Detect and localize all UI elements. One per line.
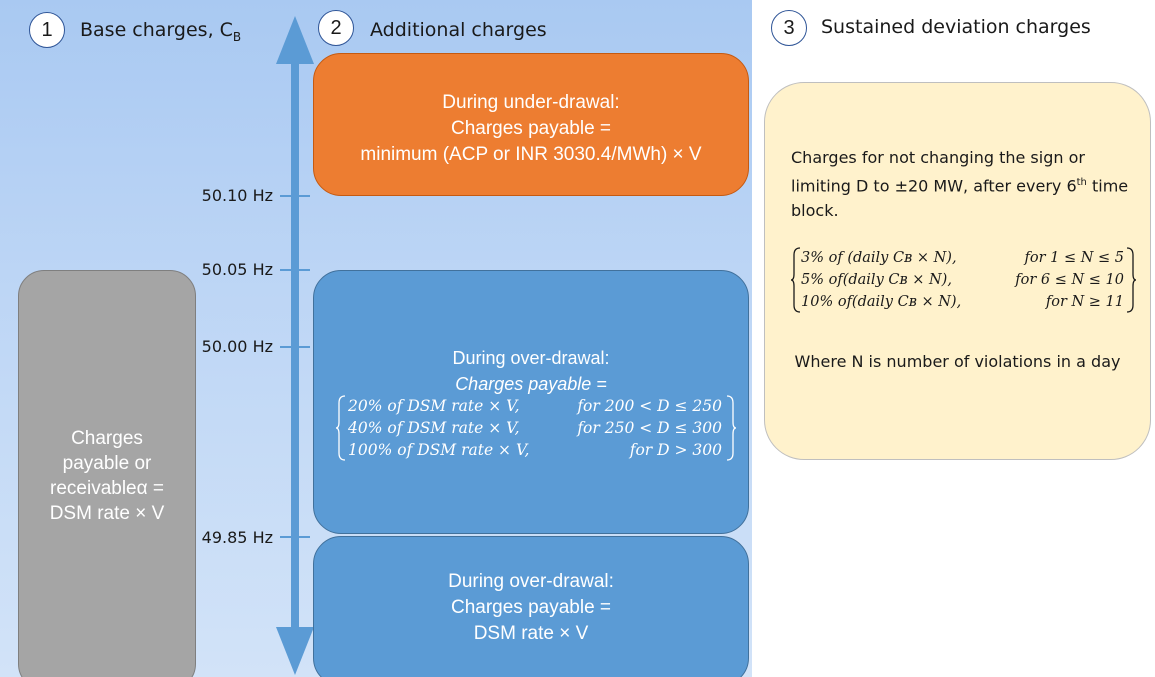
sustained-description: Charges for not changing the sign or lim… <box>791 148 1129 221</box>
over-drawal-line: During over-drawal: <box>448 571 614 592</box>
right-brace-icon <box>1126 247 1136 313</box>
axis-arrowhead-up <box>276 16 314 64</box>
base-box-line: payable or <box>62 453 152 474</box>
section-3-number: 3 <box>771 10 807 46</box>
over-drawal-box-piecewise: During over-drawal: Charges payable = 20… <box>313 270 749 534</box>
under-drawal-box: During under-drawal: Charges payable = m… <box>313 53 749 196</box>
sustained-deviation-box: Charges for not changing the sign or lim… <box>764 82 1151 460</box>
formula-case-row: 20% of DSM rate × V, for 200 < D ≤ 250 <box>336 395 736 417</box>
formula-case-row: 3% of (daily Cʙ × N), for 1 ≤ N ≤ 5 <box>791 247 1136 269</box>
base-box-line: Charges <box>71 428 143 449</box>
axis-shaft <box>291 58 299 633</box>
under-drawal-line: minimum (ACP or INR 3030.4/MWh) × V <box>360 144 702 165</box>
base-charges-box: Charges payable or receivableα = DSM rat… <box>18 270 196 677</box>
sustained-note: Where N is number of violations in a day <box>794 352 1121 371</box>
formula-case-row: 10% of(daily Cʙ × N), for N ≥ 11 <box>791 291 1136 313</box>
over-drawal-piecewise-formula: 20% of DSM rate × V, for 200 < D ≤ 250 4… <box>336 395 736 461</box>
case-expression: 3% of (daily Cʙ × N), <box>801 250 957 266</box>
freq-label-50-05: 50.05 Hz <box>201 260 273 279</box>
section-3-title: Sustained deviation charges <box>821 16 1091 38</box>
over-drawal-box-low-frequency: During over-drawal: Charges payable = DS… <box>313 536 749 677</box>
formula-case-row: 40% of DSM rate × V, for 250 < D ≤ 300 <box>336 417 736 439</box>
freq-label-50-00: 50.00 Hz <box>201 337 273 356</box>
case-condition: for 1 ≤ N ≤ 5 <box>1024 250 1124 266</box>
case-condition: for N ≥ 11 <box>1045 294 1124 310</box>
case-condition: for D > 300 <box>629 441 722 459</box>
section-1-title: Base charges, CB <box>80 19 242 44</box>
left-brace-icon <box>336 395 346 461</box>
formula-case-row: 5% of(daily Cʙ × N), for 6 ≤ N ≤ 10 <box>791 269 1136 291</box>
section-2-number: 2 <box>318 10 354 46</box>
right-brace-icon <box>726 395 736 461</box>
under-drawal-line: Charges payable = <box>450 118 612 139</box>
over-drawal-title: During over-drawal: <box>452 348 610 368</box>
section-2-title: Additional charges <box>370 19 547 41</box>
case-condition: for 200 < D ≤ 250 <box>577 397 722 415</box>
base-box-line: receivableα = <box>50 478 164 499</box>
formula-case-row: 100% of DSM rate × V, for D > 300 <box>336 439 736 461</box>
section-1-number: 1 <box>29 12 65 48</box>
case-expression: 40% of DSM rate × V, <box>348 419 520 437</box>
case-expression: 10% of(daily Cʙ × N), <box>801 294 962 310</box>
case-condition: for 6 ≤ N ≤ 10 <box>1015 272 1124 288</box>
freq-label-50-10: 50.10 Hz <box>201 186 273 205</box>
case-expression: 20% of DSM rate × V, <box>348 397 520 415</box>
sustained-piecewise-formula: 3% of (daily Cʙ × N), for 1 ≤ N ≤ 5 5% o… <box>791 247 1136 313</box>
over-drawal-line: DSM rate × V <box>473 623 589 644</box>
over-drawal-subtitle: Charges payable = <box>455 374 607 394</box>
case-condition: for 250 < D ≤ 300 <box>577 419 722 437</box>
axis-arrowhead-down <box>276 627 314 675</box>
under-drawal-line: During under-drawal: <box>442 92 620 113</box>
case-expression: 5% of(daily Cʙ × N), <box>801 272 952 288</box>
case-expression: 100% of DSM rate × V, <box>348 441 530 459</box>
base-box-line: DSM rate × V <box>49 503 165 524</box>
over-drawal-line: Charges payable = <box>450 597 612 618</box>
frequency-axis-arrow <box>276 16 314 675</box>
left-brace-icon <box>791 247 801 313</box>
freq-label-49-85: 49.85 Hz <box>201 528 273 547</box>
